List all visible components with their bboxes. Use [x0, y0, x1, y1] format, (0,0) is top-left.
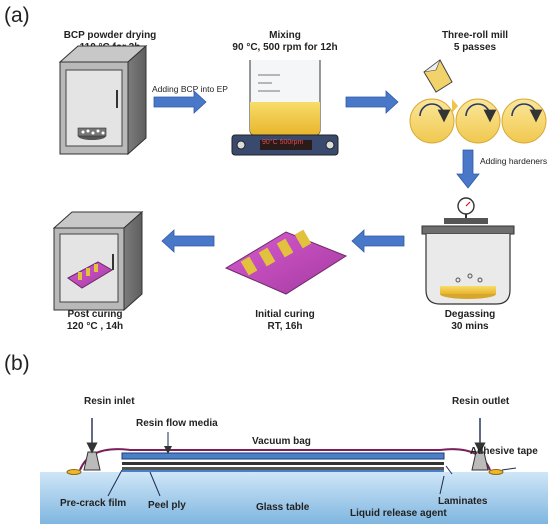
step-drying-title: BCP powder drying — [63, 30, 157, 41]
arrow-initial-to-post — [161, 229, 215, 253]
glass-table — [40, 472, 548, 524]
step-degassing-title: Degassing — [444, 309, 496, 320]
peel-ply — [122, 470, 444, 472]
stirrer-display: 90°C 500rpm — [262, 139, 304, 146]
label-precrack: Pre-crack film — [60, 498, 127, 509]
adhesive-tape-right — [488, 469, 504, 475]
degassing-chamber-icon — [421, 197, 515, 305]
resin-outlet-tube — [471, 451, 489, 471]
vartm-setup — [40, 418, 548, 524]
arrow-drying-to-mixing — [153, 90, 207, 114]
label-release-agent: Liquid release agent — [350, 508, 447, 519]
step-degassing-label: Degassing 30 mins — [420, 309, 520, 333]
step-mixing-label: Mixing 90 °C, 500 rpm for 12h — [215, 30, 355, 54]
label-laminates: Laminates — [438, 496, 488, 507]
label-resin-outlet: Resin outlet — [452, 396, 510, 407]
step-degassing-detail: 30 mins — [451, 321, 489, 332]
arrow-mill-to-degassing — [456, 149, 480, 189]
laminates — [122, 462, 444, 465]
three-roll-mill-icon — [409, 59, 547, 144]
label-peel-ply: Peel ply — [148, 500, 186, 511]
oven-post-curing-icon — [52, 210, 144, 312]
oven-drying-icon — [58, 44, 148, 156]
label-glass-table: Glass table — [256, 502, 310, 513]
step-initial-title: Initial curing — [255, 309, 315, 320]
arrow-mixing-to-mill — [345, 90, 399, 114]
label-resin-inlet: Resin inlet — [84, 396, 135, 407]
step-post-title: Post curing — [67, 309, 123, 320]
panel-label-a: (a) — [4, 4, 30, 27]
arrow-add-bcp-label: Adding BCP into EP — [152, 84, 228, 94]
arrow-degassing-to-initial — [351, 229, 405, 253]
arrow-add-hardeners-label: Adding hardeners — [480, 156, 548, 166]
mold-initial-curing-icon — [224, 229, 348, 295]
step-post-detail: 120 °C , 14h — [66, 321, 124, 332]
step-initial-detail: RT, 16h — [267, 321, 303, 332]
panel-label-b: (b) — [4, 352, 30, 375]
step-post-label: Post curing 120 °C , 14h — [45, 309, 145, 333]
label-flow-media: Resin flow media — [136, 418, 218, 429]
flow-media — [121, 452, 445, 460]
step-mill-label: Three-roll mill 5 passes — [425, 30, 525, 54]
step-mill-title: Three-roll mill — [441, 30, 509, 41]
resin-inlet-tube — [83, 451, 101, 471]
flow-arrows — [153, 90, 480, 253]
label-vacuum-bag: Vacuum bag — [252, 436, 311, 447]
adhesive-tape-left — [66, 469, 82, 475]
step-initial-label: Initial curing RT, 16h — [235, 309, 335, 333]
beaker-mixing-icon — [231, 60, 339, 156]
step-mill-detail: 5 passes — [453, 42, 497, 53]
step-mixing-detail: 90 °C, 500 rpm for 12h — [232, 42, 338, 53]
vacuum-bag — [79, 448, 491, 471]
label-adhesive-tape: Adhesive tape — [470, 446, 538, 457]
step-mixing-title: Mixing — [269, 30, 301, 41]
